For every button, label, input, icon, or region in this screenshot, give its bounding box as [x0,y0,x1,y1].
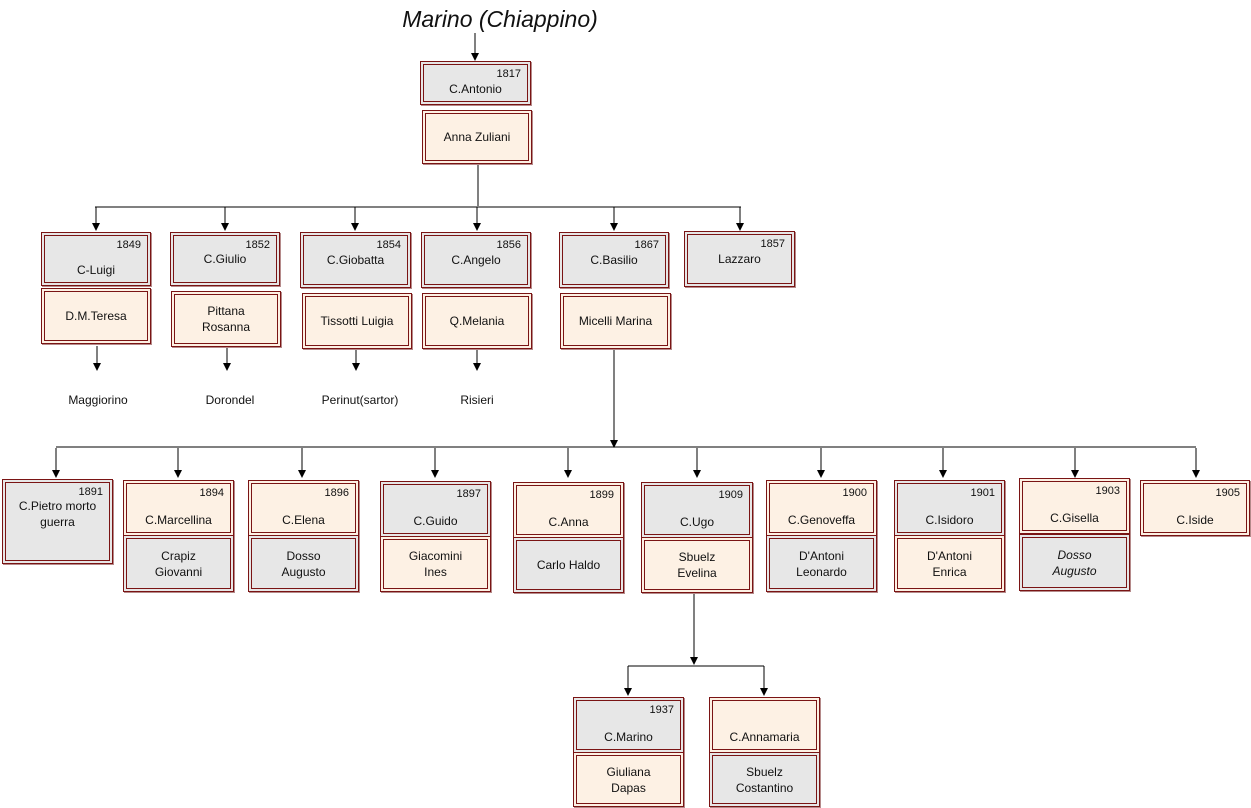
child-box-luigi[interactable]: 1849 C-Luigi [41,232,151,286]
person-name: C.Isidoro [925,513,974,527]
grandchild-box-anna[interactable]: 1899 C.Anna [513,482,624,538]
person-name: C.Marino [604,730,653,744]
birth-year: 1899 [589,489,614,501]
person-name: C.Genoveffa [787,513,856,527]
birth-year: 1897 [456,488,481,500]
spouse-name: Micelli Marina [578,314,653,328]
spouse-box-marino[interactable]: Giuliana Dapas [573,752,684,807]
spouse-box-anna[interactable]: Carlo Haldo [513,537,624,593]
spouse-name: Anna Zuliani [443,130,511,144]
grandchild-box-genoveffa[interactable]: 1900 C.Genoveffa [766,480,877,536]
grandchild-box-iside[interactable]: 1905 C.Iside [1140,480,1250,536]
great-grandchild-box-marino[interactable]: 1937 C.Marino [573,697,684,753]
grandchild-box-pietro[interactable]: 1891 C.Pietro morto guerra [2,479,113,564]
birth-year: 1856 [496,239,521,251]
birth-year: 1937 [649,704,674,716]
grandchild-box-marcellina[interactable]: 1894 C.Marcellina [123,480,234,536]
spouse-name: Sbuelz Evelina [677,550,717,580]
person-name: C.Guido [413,514,458,528]
spouse-box-guido[interactable]: Giacomini Ines [380,536,491,592]
person-name: C.Iside [1176,513,1214,527]
spouse-box-angelo[interactable]: Q.Melania [422,293,532,349]
birth-year: 1867 [634,239,659,251]
grandchild-box-isidoro[interactable]: 1901 C.Isidoro [894,480,1005,536]
spouse-name: D'Antoni Leonardo [796,548,847,579]
spouse-name: Q.Melania [449,314,505,328]
birth-year: 1857 [760,238,785,250]
founder-box[interactable]: 1817 C.Antonio [420,61,531,105]
birth-year: 1905 [1215,487,1240,499]
birth-year: 1901 [970,487,995,499]
spouse-box-marcellina[interactable]: Crapiz Giovanni [123,535,234,592]
child-box-giulio[interactable]: 1852 C.Giulio [170,232,280,286]
grandchild-box-elena[interactable]: 1896 C.Elena [248,480,359,536]
nickname-giobatta: Perinut(sartor) [321,393,399,407]
child-box-lazzaro[interactable]: 1857 Lazzaro [684,231,795,287]
birth-year: 1854 [376,239,401,251]
birth-year: 1817 [496,68,521,80]
birth-year: 1900 [842,487,867,499]
birth-year: 1891 [78,486,103,498]
person-name: C.Anna [548,515,589,529]
root-ancestor-name: Marino (Chiappino) [402,6,598,32]
child-box-angelo[interactable]: 1856 C.Angelo [421,232,531,288]
spouse-box-isidoro[interactable]: D'Antoni Enrica [894,535,1005,592]
spouse-name: Giuliana Dapas [606,764,651,795]
person-name: C-Luigi [76,263,115,277]
spouse-name: Sbuelz Costantino [735,764,794,795]
child-box-giobatta[interactable]: 1854 C.Giobatta [300,232,411,288]
birth-year: 1894 [199,487,224,499]
spouse-box-annamaria[interactable]: Sbuelz Costantino [709,752,820,807]
spouse-box-gisella[interactable]: Dosso Augusto [1019,534,1130,591]
grandchild-box-ugo[interactable]: 1909 C.Ugo [641,482,753,538]
spouse-name: Tissotti Luigia [320,314,394,328]
person-name: C.Giobatta [326,253,385,267]
spouse-name: D.M.Teresa [65,309,127,323]
person-name: Lazzaro [718,252,761,266]
child-box-basilio[interactable]: 1867 C.Basilio [559,232,669,288]
spouse-name: D'Antoni Enrica [927,548,972,579]
nickname-angelo: Risieri [460,393,494,407]
spouse-name: Giacomini Ines [408,549,463,579]
birth-year: 1909 [718,489,743,501]
spouse-name: Pittana Rosanna [201,304,251,334]
birth-year: 1896 [324,487,349,499]
grandchild-box-gisella[interactable]: 1903 C.Gisella [1019,478,1130,534]
great-grandchild-box-annamaria[interactable]: C.Annamaria [709,697,820,753]
person-name: C.Giulio [203,252,247,266]
person-name: C.Gisella [1050,511,1099,525]
birth-year: 1903 [1095,485,1120,497]
nickname-luigi: Maggiorino [68,393,128,407]
nickname-giulio: Dorondel [205,393,255,407]
person-name: C.Angelo [451,253,501,267]
person-name: C.Annamaria [729,730,800,744]
spouse-box-luigi[interactable]: D.M.Teresa [41,288,151,344]
spouse-name: Dosso Augusto [1052,547,1097,578]
person-name: C.Basilio [590,253,638,267]
person-name: C.Ugo [679,515,714,529]
founder-spouse-box[interactable]: Anna Zuliani [422,110,532,164]
birth-year: 1852 [245,239,270,251]
person-name: C.Elena [282,513,325,527]
spouse-box-genoveffa[interactable]: D'Antoni Leonardo [766,535,877,592]
birth-year: 1849 [116,239,141,251]
spouse-box-ugo[interactable]: Sbuelz Evelina [641,537,753,593]
spouse-box-giobatta[interactable]: Tissotti Luigia [302,293,412,349]
spouse-name: Crapiz Giovanni [154,548,203,579]
person-name: C.Antonio [449,82,502,96]
person-name: C.Pietro morto guerra [18,498,97,529]
spouse-box-giulio[interactable]: Pittana Rosanna [171,291,281,347]
grandchild-box-guido[interactable]: 1897 C.Guido [380,481,491,537]
spouse-name: Carlo Haldo [536,558,601,572]
spouse-name: Dosso Augusto [281,548,326,579]
spouse-box-basilio[interactable]: Micelli Marina [560,293,671,349]
person-name: C.Marcellina [145,513,212,527]
spouse-box-elena[interactable]: Dosso Augusto [248,535,359,592]
